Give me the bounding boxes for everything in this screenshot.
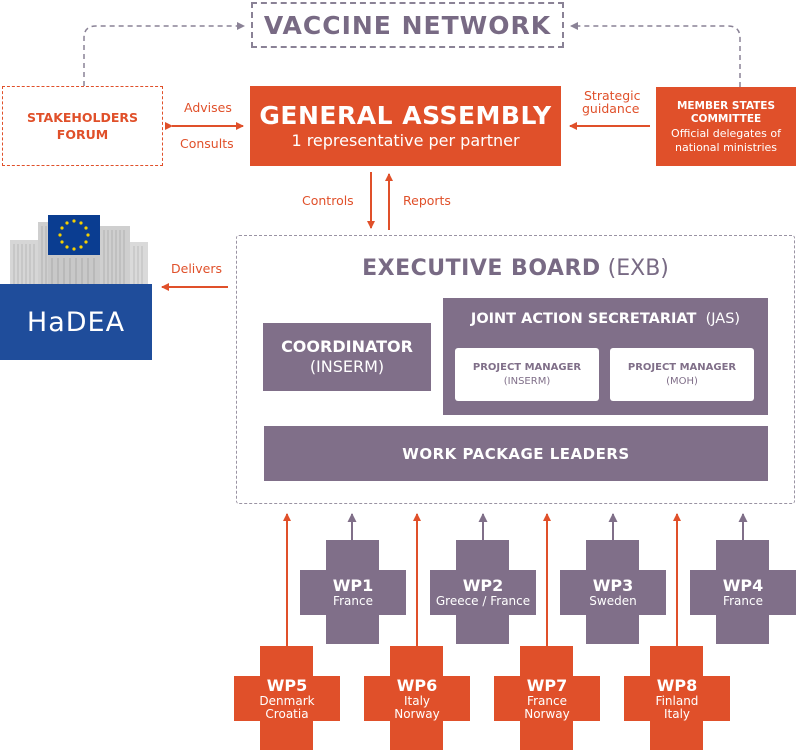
executive-board-abbr: (EXB) xyxy=(607,256,669,281)
hadea-name-band: HaDEA xyxy=(0,284,152,360)
jas-name: JOINT ACTION SECRETARIAT xyxy=(470,311,697,327)
member-states-committee-box: MEMBER STATES COMMITTEE Official delegat… xyxy=(656,87,796,166)
wp3-cross: WP3 Sweden xyxy=(560,540,666,644)
stakeholders-forum-line1: STAKEHOLDERS xyxy=(26,110,139,125)
general-assembly-title: GENERAL ASSEMBLY xyxy=(259,101,552,130)
general-assembly-subtitle: 1 representative per partner xyxy=(291,131,520,150)
stakeholders-forum-line2: FORUM xyxy=(56,127,109,142)
wp7-cross: WP7 France Norway xyxy=(494,646,600,750)
executive-board-title: EXECUTIVE BOARD (EXB) xyxy=(236,256,795,281)
wp5-cross: WP5 Denmark Croatia xyxy=(234,646,340,750)
delivers-label: Delivers xyxy=(171,261,223,276)
wp-country-2: Croatia xyxy=(265,706,309,721)
wp-country-1: Denmark xyxy=(259,693,315,708)
wp-code: WP6 xyxy=(396,675,438,695)
vaccine-network-box: VACCINE NETWORK xyxy=(251,2,564,48)
vaccine-network-label: VACCINE NETWORK xyxy=(263,10,552,40)
strategic-guidance-label-2: guidance xyxy=(582,101,640,116)
wp-country-1: France xyxy=(527,693,567,708)
cross-shape xyxy=(300,540,406,644)
cross-shape xyxy=(560,540,666,644)
stakeholders-forum-box: STAKEHOLDERS FORUM xyxy=(2,86,163,166)
wp-code: WP1 xyxy=(332,576,374,595)
cross-shape xyxy=(624,646,730,750)
cross-shape xyxy=(494,646,600,750)
consults-label: Consults xyxy=(180,136,234,151)
jas-abbr: (JAS) xyxy=(705,311,741,327)
wp-code: WP5 xyxy=(266,675,308,695)
member-states-line2: COMMITTEE xyxy=(690,112,762,125)
work-package-leaders-box: WORK PACKAGE LEADERS xyxy=(264,426,768,481)
wp-country-2: Norway xyxy=(524,706,570,721)
wp2-cross: WP2 Greece / France xyxy=(430,540,536,644)
executive-board-frame xyxy=(236,235,795,504)
member-states-line1: MEMBER STATES xyxy=(676,99,776,112)
work-package-leaders-label: WORK PACKAGE LEADERS xyxy=(402,444,630,463)
cross-shape xyxy=(234,646,340,750)
general-assembly-box: GENERAL ASSEMBLY 1 representative per pa… xyxy=(250,86,561,166)
advises-label: Advises xyxy=(184,100,232,115)
wp-country-1: Italy xyxy=(403,693,431,708)
wp-country-1: France xyxy=(723,594,763,608)
member-states-line3: Official delegates of xyxy=(671,126,781,140)
coordinator-box: COORDINATOR (INSERM) xyxy=(263,323,431,391)
wp-country-1: France xyxy=(333,594,373,608)
member-states-line4: national ministries xyxy=(675,140,777,154)
wp-country-2: Norway xyxy=(394,706,440,721)
stakeholders-to-network-link xyxy=(83,22,245,86)
wp8-cross: WP8 Finland Italy xyxy=(624,646,730,750)
project-manager-inserm-box: PROJECT MANAGER (INSERM) xyxy=(455,348,599,401)
hadea-logo: HaDEA xyxy=(0,212,152,360)
member-states-to-network-link xyxy=(570,22,741,87)
wp4-cross: WP4 France xyxy=(690,540,796,644)
executive-board-name: EXECUTIVE BOARD xyxy=(362,256,601,281)
project-manager-title: PROJECT MANAGER xyxy=(472,361,582,373)
coordinator-title: COORDINATOR xyxy=(281,337,413,356)
strategic-guidance-label-1: Strategic xyxy=(584,88,641,103)
project-manager-moh-box: PROJECT MANAGER (MOH) xyxy=(610,348,754,401)
building-icon xyxy=(10,215,148,286)
wp-country-2: Italy xyxy=(663,706,691,721)
controls-label: Controls xyxy=(302,193,354,208)
cross-shape xyxy=(364,646,470,750)
project-manager-org: (INSERM) xyxy=(503,375,551,387)
wp6-cross: WP6 Italy Norway xyxy=(364,646,470,750)
jas-title: JOINT ACTION SECRETARIAT (JAS) xyxy=(443,311,768,327)
joint-action-secretariat-box: JOINT ACTION SECRETARIAT (JAS) PROJECT M… xyxy=(443,298,768,415)
cross-shape xyxy=(430,540,536,644)
reports-label: Reports xyxy=(403,193,451,208)
wp-country-1: Sweden xyxy=(589,594,637,608)
wp1-cross: WP1 France xyxy=(300,540,406,644)
project-manager-title: PROJECT MANAGER xyxy=(627,361,737,373)
hadea-label: HaDEA xyxy=(26,306,126,338)
project-manager-org: (MOH) xyxy=(666,375,698,387)
wp-code: WP2 xyxy=(462,576,504,595)
wp-code: WP3 xyxy=(592,576,634,595)
coordinator-org: (INSERM) xyxy=(309,357,385,376)
wp-code: WP8 xyxy=(656,675,698,695)
wp-code: WP7 xyxy=(526,675,568,695)
wp-country-1: Greece / France xyxy=(435,594,531,608)
wp-code: WP4 xyxy=(722,576,764,595)
cross-shape xyxy=(690,540,796,644)
wp-country-1: Finland xyxy=(655,693,699,708)
